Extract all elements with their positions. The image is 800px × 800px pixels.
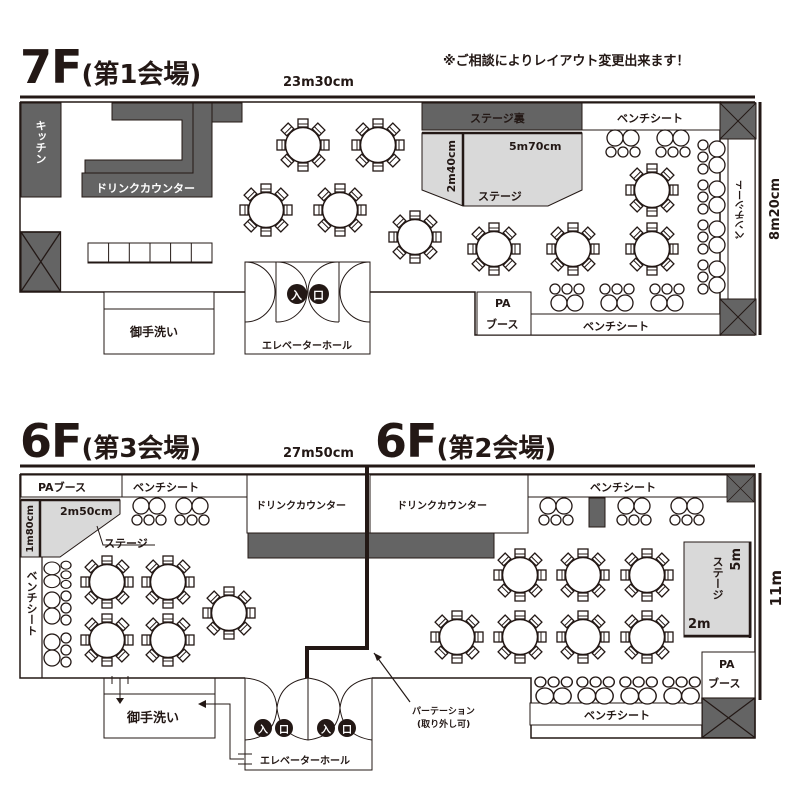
entrance-label: 口: [313, 289, 324, 302]
stage-depth-dimension-6f-3: 1m80cm: [25, 505, 36, 553]
drink-counter-label-6f-3: ドリンクカウンター: [256, 501, 346, 512]
bench-seat-bottom-6f-2: ベンチシート: [584, 709, 650, 722]
bench-seat-left-6f-3: ベンチシート: [25, 570, 38, 636]
stage-back-label: ステージ裏: [470, 112, 525, 125]
stage-width-dimension: 5m70cm: [509, 140, 562, 153]
stage-label-6f-2: ステージ: [711, 556, 724, 600]
elevator-hall-label-7f: エレベーターホール: [262, 341, 352, 352]
kitchen-label: キッチン: [34, 120, 47, 164]
entrance-label: 口: [279, 725, 289, 736]
venue-name: (第1会場): [81, 60, 202, 90]
stage-depth-dimension: 2m40cm: [445, 140, 458, 193]
bench-seat-top-7f: ベンチシート: [617, 112, 683, 125]
floor-number: 7F: [20, 40, 82, 94]
pa-booth-label-6f-2: PA: [719, 658, 735, 671]
restroom-label-6f: 御手洗い: [127, 711, 180, 726]
stage-label-6f-3: ステージ: [104, 537, 148, 550]
stage-label-7f: ステージ: [478, 190, 522, 203]
floor-number: 6F: [375, 414, 437, 468]
stage-depth-dimension-6f-2: 5m: [729, 548, 744, 571]
pa-booth-label-7f: PA: [495, 297, 511, 310]
pa-booth-label-6f-3: PAブース: [38, 481, 87, 494]
partition-removable-label: (取り外し可): [417, 720, 471, 730]
width-dimension-7f: 23m30cm: [283, 75, 354, 90]
floor-7f: [19, 95, 762, 355]
entrance-label: 口: [342, 725, 352, 736]
drink-counter-label-7f: ドリンクカウンター: [96, 182, 195, 195]
elevator-hall-label-6f: エレベーターホール: [260, 756, 350, 767]
height-dimension-7f: 8m20cm: [768, 178, 783, 240]
bench-seat-bottom-7f: ベンチシート: [583, 320, 649, 333]
drink-counter-label-6f-2: ドリンクカウンター: [397, 501, 487, 512]
bench-seat-right-7f: ベンチシート: [736, 180, 747, 240]
entrance-label: 入: [291, 289, 302, 302]
partition-label: パーテーション: [412, 707, 475, 717]
entrance-label: 入: [321, 725, 331, 736]
floor-6f: [19, 464, 762, 771]
venue-name: (第2会場): [436, 434, 557, 464]
floor-6f-2-title: 6F(第2会場): [375, 418, 556, 464]
width-dimension-6f: 27m50cm: [283, 446, 354, 461]
floor-6f-3-title: 6F(第3会場): [20, 418, 201, 464]
venue-name: (第3会場): [81, 434, 202, 464]
entrance-label: 入: [258, 725, 268, 736]
floor-7f-title: 7F(第1会場): [20, 44, 201, 90]
bench-seat-top-6f-2: ベンチシート: [590, 481, 656, 494]
stage-width-dimension-6f-2: 2m: [688, 617, 711, 632]
stage-width-dimension-6f-3: 2m50cm: [60, 505, 113, 518]
pa-booth-label-6f-2: ブース: [708, 677, 741, 690]
restroom-label-7f: 御手洗い: [130, 325, 179, 339]
floor-number: 6F: [20, 414, 82, 468]
pa-booth-label-7f: ブース: [486, 318, 519, 331]
layout-change-notice: ※ご相談によりレイアウト変更出来ます！: [443, 54, 690, 69]
bench-seat-top-6f-3: ベンチシート: [133, 481, 199, 494]
height-dimension-6f: 11m: [767, 570, 785, 607]
